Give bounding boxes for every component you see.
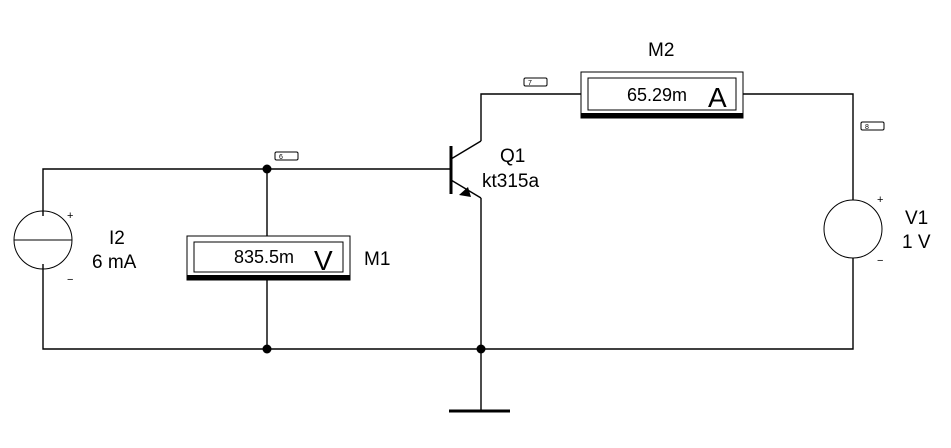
svg-text:8: 8	[865, 124, 869, 131]
m1-unit: V	[314, 245, 333, 276]
node-tag-7: 7	[523, 77, 548, 87]
i2-value-label: 6 mA	[92, 252, 137, 273]
m2-ref-label: M2	[648, 40, 674, 61]
q1-ref-label: Q1	[500, 146, 525, 167]
svg-text:7: 7	[528, 80, 532, 87]
ammeter-m2[interactable]: 65.29m A	[580, 71, 744, 119]
v1-plus-sign: +	[877, 194, 883, 206]
current-source-i2[interactable]: + −	[13, 210, 73, 286]
q1-model-label: kt315a	[482, 171, 539, 192]
node-tag-6: 6	[274, 151, 299, 161]
junction-dot	[262, 164, 272, 174]
voltmeter-m1[interactable]: 835.5m V	[186, 235, 351, 281]
wire-base-rail	[42, 168, 451, 216]
wires	[42, 93, 854, 411]
junctions	[262, 164, 486, 354]
q1-collector-lead	[450, 140, 482, 160]
node-tag-8: 8	[860, 121, 885, 131]
m2-reading: 65.29m	[627, 85, 687, 105]
i2-ref-label: I2	[109, 228, 125, 249]
i2-minus-sign: −	[67, 274, 73, 286]
wire-v1-top	[743, 93, 854, 200]
junction-dot	[262, 344, 272, 354]
wire-ground-rail	[42, 258, 854, 350]
wire-collector	[480, 93, 581, 141]
transistor-q1[interactable]	[449, 140, 482, 199]
svg-text:6: 6	[279, 154, 283, 161]
voltage-source-v1[interactable]: + −	[823, 194, 883, 267]
m1-reading: 835.5m	[234, 247, 294, 267]
m1-display	[193, 241, 344, 273]
i2-plus-sign: +	[67, 210, 73, 222]
m1-ref-label: M1	[364, 249, 390, 270]
v1-minus-sign: −	[877, 255, 883, 267]
junction-dot	[476, 344, 486, 354]
v1-value-label: 1 V	[902, 232, 931, 253]
v1-ref-label: V1	[905, 208, 928, 229]
q1-emitter-arrow	[459, 187, 471, 197]
m2-display	[587, 77, 737, 111]
m2-unit: A	[708, 82, 727, 113]
